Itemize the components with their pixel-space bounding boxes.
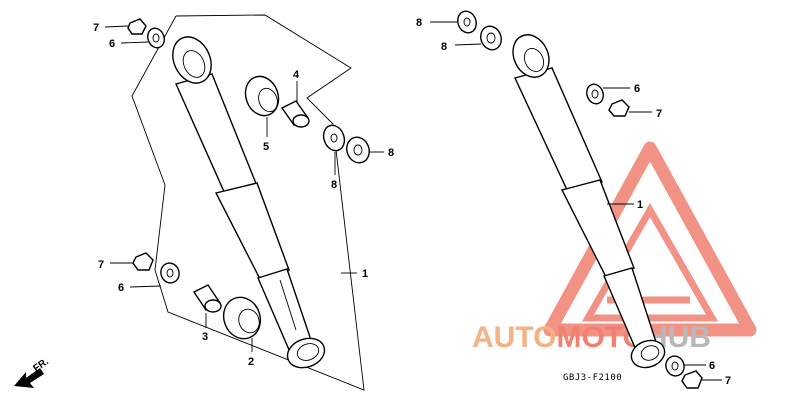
callout-6-right-top: 6	[634, 83, 640, 95]
washer-8-left-a	[322, 124, 346, 152]
callout-3: 3	[202, 331, 208, 343]
nut-7-right-bottom	[681, 370, 703, 389]
leader-lines-right	[430, 21, 722, 381]
nut-7-right-top	[608, 99, 630, 117]
nut-7-left-top	[127, 18, 147, 35]
callout-5: 5	[263, 141, 269, 153]
callout-6-right-bottom: 6	[709, 360, 715, 372]
callout-8-right-b: 8	[441, 41, 447, 53]
washer-6-right-top	[586, 83, 604, 105]
callout-7-left-bottom: 7	[98, 259, 104, 271]
nut-7-left-bottom	[132, 252, 154, 271]
callout-1-right: 1	[637, 199, 643, 211]
assembly-outline-left	[131, 14, 365, 391]
collar-4	[280, 100, 310, 128]
washer-6-left-top	[147, 27, 165, 49]
callout-8-right-a: 8	[416, 17, 422, 29]
watermark-text: AUTOMOTOHUB	[472, 321, 711, 354]
bushing-5	[244, 75, 280, 117]
callout-7-left-top: 7	[93, 22, 99, 34]
shock-absorber-right	[512, 34, 666, 369]
callout-8-left-b: 8	[388, 147, 394, 159]
callout-7-right-top: 7	[656, 108, 662, 120]
callout-8-left-a: 8	[331, 179, 337, 191]
washer-6-right-bottom	[665, 355, 685, 377]
washer-8-left-b	[346, 136, 370, 164]
washer-6-left-bottom	[160, 262, 180, 284]
shock-absorber-left	[172, 36, 326, 369]
front-direction-arrow-icon	[14, 368, 44, 388]
callout-2: 2	[248, 356, 254, 368]
callout-1-left: 1	[362, 268, 368, 280]
collar-3	[192, 284, 222, 313]
callout-6-left-bottom: 6	[118, 282, 124, 294]
figure-code: GBJ3-F2100	[563, 373, 622, 383]
direction-label: FR.	[31, 356, 51, 374]
callout-7-right-bottom: 7	[725, 375, 731, 387]
callout-6-left-top: 6	[109, 38, 115, 50]
washer-8-right-b	[480, 25, 502, 51]
washer-8-right-a	[457, 10, 477, 34]
leader-lines-left	[104, 25, 384, 352]
bushing-2	[222, 296, 262, 340]
callout-4: 4	[293, 69, 300, 81]
